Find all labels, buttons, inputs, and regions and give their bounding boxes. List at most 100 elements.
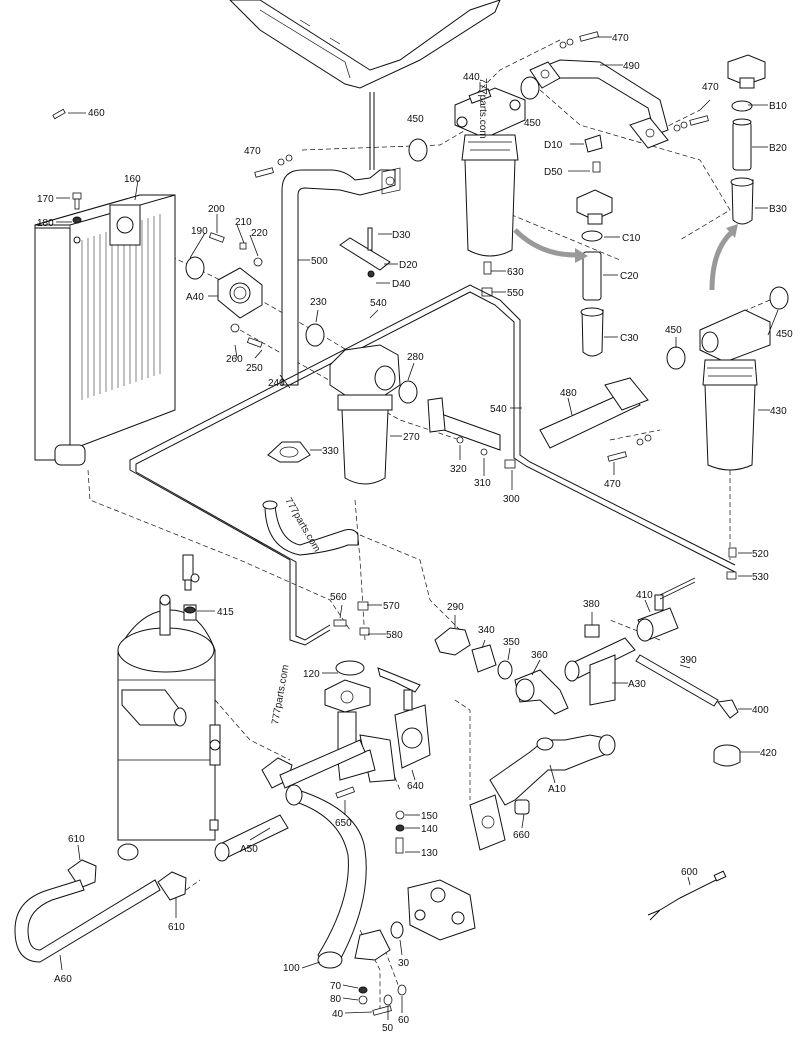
watermark-text: 777parts.com — [270, 664, 291, 726]
safety-valve — [182, 554, 200, 591]
valve-block-30 — [407, 879, 476, 941]
label-380: 380 — [583, 599, 600, 610]
filter-element-b20 — [732, 118, 752, 171]
o-ring-450c — [666, 346, 686, 370]
label-220: 220 — [251, 228, 268, 239]
label-d30: D30 — [392, 230, 411, 241]
label-390: 390 — [680, 655, 697, 666]
label-160: 160 — [124, 174, 141, 185]
label-a30: A30 — [628, 679, 646, 690]
label-420: 420 — [760, 748, 777, 759]
label-c10: C10 — [622, 233, 641, 244]
label-190: 190 — [191, 226, 208, 237]
o-ring-120 — [335, 660, 365, 676]
label-270: 270 — [403, 432, 420, 443]
top-cover-plate — [229, 0, 501, 170]
label-170: 170 — [37, 194, 54, 205]
label-130: 130 — [421, 848, 438, 859]
label-530: 530 — [752, 572, 769, 583]
assembly-guide-lines — [87, 39, 771, 1010]
filter-element-c20 — [582, 251, 602, 301]
label-b30: B30 — [769, 204, 787, 215]
label-560: 560 — [330, 592, 347, 603]
label-610: 610 — [168, 922, 185, 933]
label-550: 550 — [507, 288, 524, 299]
clamp-330 — [267, 441, 311, 463]
tube-540 — [129, 284, 736, 646]
label-450: 450 — [524, 118, 541, 129]
o-ring-450b — [408, 138, 428, 162]
label-340: 340 — [478, 625, 495, 636]
elbow-360 — [514, 669, 569, 715]
screw-460 — [52, 108, 66, 120]
label-450: 450 — [407, 114, 424, 125]
filter-440 — [454, 87, 526, 257]
o-ring-30 — [390, 921, 404, 939]
label-a40: A40 — [186, 292, 204, 303]
label-415: 415 — [217, 607, 234, 618]
label-330: 330 — [322, 446, 339, 457]
pipe-connector — [427, 397, 516, 469]
label-b10: B10 — [769, 101, 787, 112]
elbow-a30 — [564, 637, 636, 706]
label-430: 430 — [770, 406, 787, 417]
filter-head-c10 — [576, 189, 613, 242]
label-650: 650 — [335, 818, 352, 829]
filter-430 — [699, 309, 771, 471]
bolt-650 — [335, 786, 355, 799]
fitting-415 — [183, 604, 197, 621]
hose-390 — [635, 654, 719, 707]
label-a50: A50 — [240, 844, 258, 855]
label-30: 30 — [398, 958, 410, 969]
cooler-radiator — [34, 194, 176, 466]
label-150: 150 — [421, 811, 438, 822]
label-350: 350 — [503, 637, 520, 648]
label-50: 50 — [382, 1023, 394, 1034]
bolts-470-lower — [607, 434, 652, 462]
replacement-arrows — [513, 224, 738, 291]
filter-bowl-b30 — [730, 177, 754, 225]
label-610: 610 — [68, 834, 85, 845]
label-570: 570 — [383, 601, 400, 612]
elbow-a50 — [324, 679, 396, 783]
label-480: 480 — [560, 388, 577, 399]
label-250: 250 — [246, 363, 263, 374]
label-410: 410 — [636, 590, 653, 601]
label-120: 120 — [303, 669, 320, 680]
ball-valve-410 — [636, 577, 696, 642]
cable-600 — [647, 870, 727, 921]
label-490: 490 — [623, 61, 640, 72]
label-470: 470 — [702, 82, 719, 93]
label-450: 450 — [776, 329, 793, 340]
label-470: 470 — [604, 479, 621, 490]
fittings-560-570-580 — [333, 601, 370, 636]
label-460: 460 — [88, 108, 105, 119]
clamp-610b — [157, 871, 187, 901]
clip-d10 — [584, 134, 603, 173]
pipe-a60 — [14, 879, 161, 963]
label-a60: A60 — [54, 974, 72, 985]
o-ring-450d — [769, 286, 789, 310]
valve-fitting-380 — [584, 624, 600, 638]
label-500: 500 — [311, 256, 328, 267]
label-450: 450 — [665, 325, 682, 336]
fitting-400 — [717, 699, 739, 719]
label-210: 210 — [235, 217, 252, 228]
bracket-d20 — [339, 227, 391, 278]
label-660: 660 — [513, 830, 530, 841]
label-280: 280 — [407, 352, 424, 363]
filter-bowl-c30 — [580, 307, 604, 357]
label-100: 100 — [283, 963, 300, 974]
hose-650 — [285, 784, 367, 969]
fasteners-40-80 — [358, 984, 407, 1016]
bolts-470-top — [254, 31, 709, 178]
label-540: 540 — [370, 298, 387, 309]
label-d40: D40 — [392, 279, 411, 290]
label-290: 290 — [447, 602, 464, 613]
label-470: 470 — [612, 33, 629, 44]
leader-lines — [56, 36, 779, 1020]
pipe-a50 — [214, 814, 289, 862]
label-600: 600 — [681, 867, 698, 878]
label-320: 320 — [450, 464, 467, 475]
flange-a40 — [185, 232, 325, 348]
